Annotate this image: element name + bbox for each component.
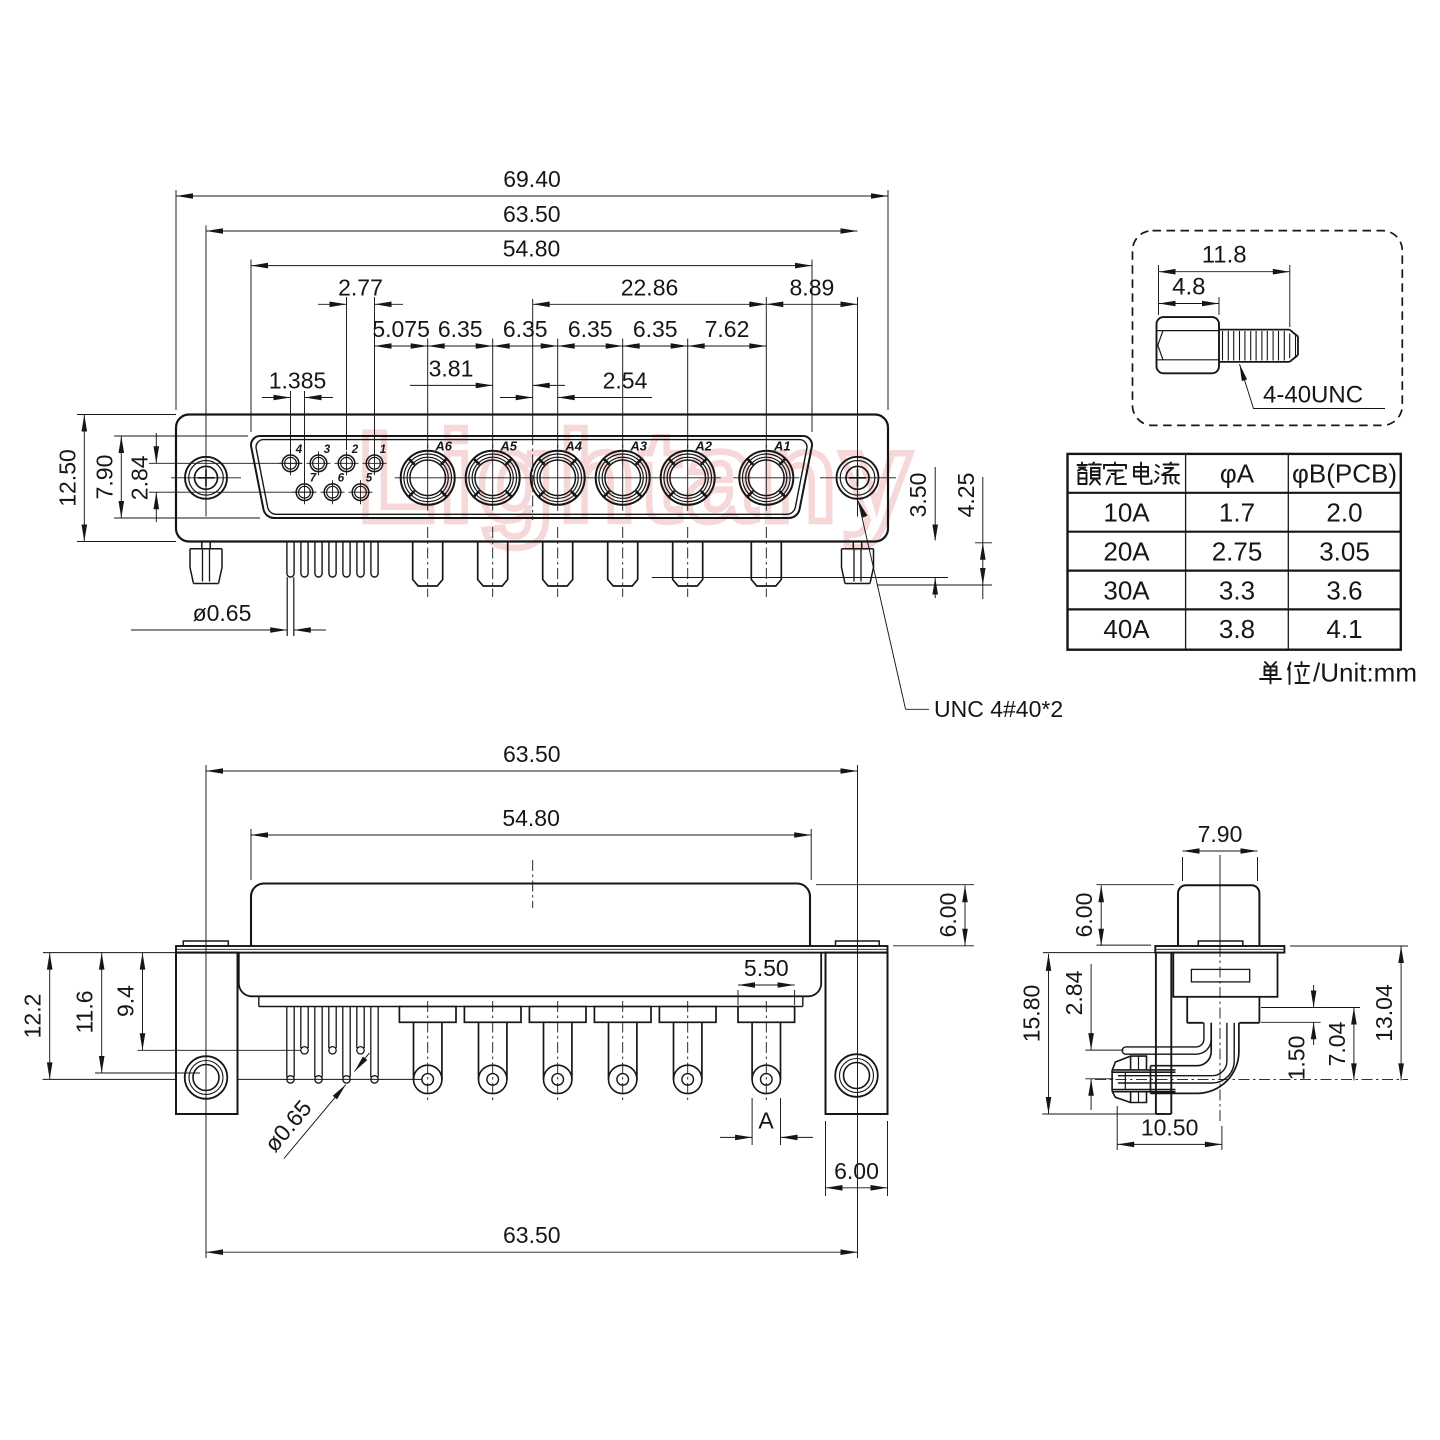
svg-text:3.81: 3.81 [429, 355, 474, 381]
svg-text:4.8: 4.8 [1172, 274, 1205, 301]
svg-text:63.50: 63.50 [503, 201, 561, 227]
svg-text:6.35: 6.35 [568, 316, 613, 342]
svg-text:3.05: 3.05 [1319, 536, 1370, 566]
svg-text:UNC 4#40*2: UNC 4#40*2 [934, 696, 1063, 722]
svg-text:3.50: 3.50 [905, 473, 931, 518]
svg-text:6.00: 6.00 [1071, 893, 1097, 938]
svg-text:3.8: 3.8 [1219, 614, 1255, 644]
svg-text:5.075: 5.075 [372, 316, 430, 342]
svg-text:63.50: 63.50 [503, 1222, 561, 1248]
svg-text:2: 2 [351, 444, 359, 456]
svg-text:10.50: 10.50 [1141, 1114, 1199, 1140]
svg-text:3: 3 [324, 444, 331, 456]
svg-text:A5: A5 [499, 438, 517, 453]
svg-text:6.35: 6.35 [438, 316, 483, 342]
svg-text:9.4: 9.4 [113, 985, 139, 1017]
svg-text:1.50: 1.50 [1284, 1036, 1310, 1081]
svg-text:2.77: 2.77 [338, 274, 383, 300]
svg-text:7.90: 7.90 [91, 455, 117, 500]
svg-text:15.80: 15.80 [1019, 985, 1045, 1043]
svg-text:2.84: 2.84 [126, 455, 152, 500]
svg-text:8.89: 8.89 [790, 274, 835, 300]
svg-text:A4: A4 [564, 438, 582, 453]
svg-text:4.1: 4.1 [1326, 614, 1362, 644]
svg-text:30A: 30A [1103, 575, 1150, 605]
svg-text:6: 6 [338, 473, 345, 485]
svg-text:1: 1 [380, 444, 386, 456]
svg-text:7.04: 7.04 [1324, 1021, 1350, 1066]
svg-text:6.00: 6.00 [834, 1158, 879, 1184]
svg-text:A3: A3 [629, 438, 647, 453]
svg-text:2.0: 2.0 [1326, 498, 1362, 528]
svg-text:20A: 20A [1103, 536, 1150, 566]
svg-text:63.50: 63.50 [503, 741, 561, 767]
svg-text:φB(PCB): φB(PCB) [1292, 459, 1397, 489]
svg-text:2.54: 2.54 [603, 368, 648, 394]
svg-text:7.90: 7.90 [1198, 821, 1243, 847]
svg-text:22.86: 22.86 [621, 274, 679, 300]
svg-text:40A: 40A [1103, 614, 1150, 644]
svg-text:/Unit:mm: /Unit:mm [1313, 658, 1417, 688]
svg-text:1.385: 1.385 [269, 368, 327, 394]
svg-text:7.62: 7.62 [705, 316, 750, 342]
svg-text:2.84: 2.84 [1061, 970, 1087, 1015]
svg-text:φA: φA [1220, 459, 1255, 489]
svg-text:11.6: 11.6 [72, 990, 98, 1033]
svg-text:A1: A1 [773, 438, 791, 453]
svg-text:6.00: 6.00 [935, 893, 961, 938]
svg-text:6.35: 6.35 [633, 316, 678, 342]
svg-text:A6: A6 [434, 438, 452, 453]
svg-text:2.75: 2.75 [1212, 536, 1263, 566]
svg-text:6.35: 6.35 [503, 316, 548, 342]
svg-text:11.8: 11.8 [1202, 242, 1247, 269]
svg-text:5.50: 5.50 [744, 955, 789, 981]
svg-text:5: 5 [366, 473, 373, 485]
svg-text:3.3: 3.3 [1219, 575, 1255, 605]
svg-text:A: A [758, 1107, 774, 1133]
svg-text:69.40: 69.40 [503, 166, 561, 192]
svg-text:4: 4 [295, 444, 303, 456]
svg-text:A2: A2 [694, 438, 712, 453]
svg-text:ø0.65: ø0.65 [193, 600, 252, 626]
svg-text:7: 7 [310, 473, 317, 485]
svg-text:4.25: 4.25 [953, 473, 979, 518]
svg-text:1.7: 1.7 [1219, 498, 1255, 528]
svg-text:13.04: 13.04 [1371, 984, 1397, 1042]
svg-text:54.80: 54.80 [503, 236, 561, 262]
svg-text:4-40UNC: 4-40UNC [1263, 382, 1363, 409]
svg-text:12.50: 12.50 [54, 449, 80, 507]
svg-text:54.80: 54.80 [502, 805, 560, 831]
svg-text:3.6: 3.6 [1326, 575, 1362, 605]
svg-text:10A: 10A [1103, 498, 1150, 528]
svg-text:12.2: 12.2 [20, 994, 46, 1039]
